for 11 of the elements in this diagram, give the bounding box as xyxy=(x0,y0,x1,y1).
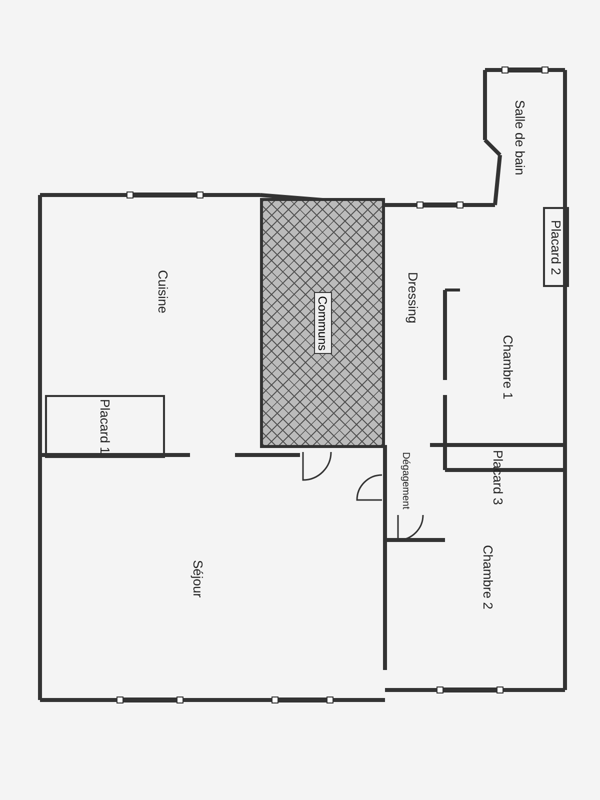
room-label: Salle de bain xyxy=(512,100,526,176)
room-label: Séjour xyxy=(190,560,204,598)
room-label: Dressing xyxy=(405,272,420,324)
room-label: Communs xyxy=(314,292,332,354)
room-label: Cuisine xyxy=(155,270,170,314)
closet-box: Placard 2 xyxy=(543,207,569,287)
closet-box: Placard 1 xyxy=(45,395,165,458)
hatched-area xyxy=(260,198,385,448)
room-label: Chambre 1 xyxy=(500,335,514,400)
room-label: Chambre 2 xyxy=(480,545,494,610)
room-label: Dégagement xyxy=(400,452,411,510)
